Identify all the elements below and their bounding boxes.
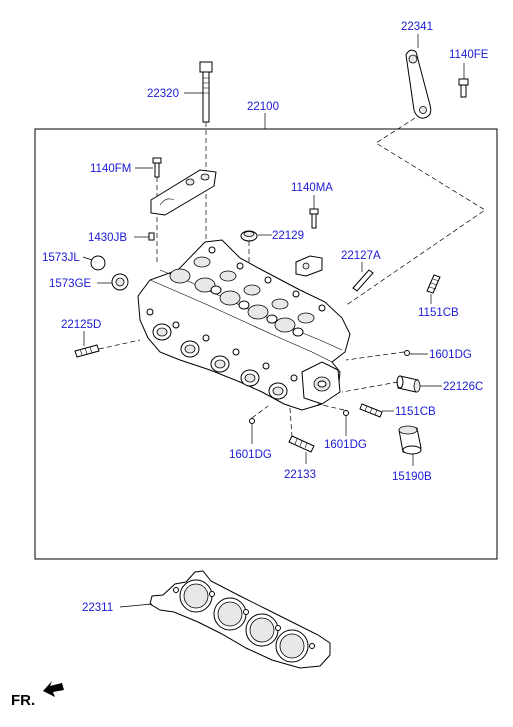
part-1151CB-stud-top bbox=[426, 274, 441, 294]
dashed-guide-1601DG-right bbox=[345, 351, 405, 361]
dashed-guide-22341 bbox=[344, 117, 486, 307]
assembly-frame bbox=[34, 128, 498, 560]
label-1140FM[interactable]: 1140FM bbox=[90, 163, 131, 175]
part-22133-dowel bbox=[288, 435, 315, 453]
label-22126C[interactable]: 22126C bbox=[443, 381, 483, 393]
part-camshaft-cap-small bbox=[295, 255, 323, 277]
label-22341[interactable]: 22341 bbox=[401, 21, 433, 33]
dashed-guide-22126C bbox=[341, 381, 399, 393]
dashed-guide-22125D bbox=[98, 339, 141, 350]
part-22126C-sleeve bbox=[396, 375, 421, 393]
front-arrow-icon bbox=[43, 681, 64, 697]
label-22127A[interactable]: 22127A bbox=[341, 250, 381, 262]
label-1573JL[interactable]: 1573JL bbox=[42, 252, 80, 264]
part-1601DG-mid bbox=[343, 410, 349, 416]
label-1601DG-mid[interactable]: 1601DG bbox=[324, 439, 367, 451]
part-15190B-tappet bbox=[398, 425, 422, 455]
label-22125D[interactable]: 22125D bbox=[61, 319, 101, 331]
label-1573GE[interactable]: 1573GE bbox=[49, 278, 92, 290]
part-22127A-stud bbox=[352, 269, 374, 292]
part-22129-cap bbox=[240, 230, 258, 242]
label-1151CB-top[interactable]: 1151CB bbox=[418, 307, 459, 319]
label-22133[interactable]: 22133 bbox=[284, 469, 316, 481]
part-1140MA-bolt bbox=[309, 208, 319, 229]
label-22100[interactable]: 22100 bbox=[247, 101, 279, 113]
part-22320-head-bolt bbox=[199, 61, 213, 123]
label-22320[interactable]: 22320 bbox=[147, 88, 179, 100]
label-1140MA[interactable]: 1140MA bbox=[291, 182, 333, 194]
dashed-guide-22133 bbox=[289, 407, 293, 438]
dashed-guide-1601DG-left bbox=[251, 405, 269, 419]
label-22129[interactable]: 22129 bbox=[272, 230, 304, 242]
part-22100-cylinder-head bbox=[137, 239, 351, 411]
label-1151CB-bottom[interactable]: 1151CB bbox=[395, 406, 436, 418]
part-1140FE-bolt bbox=[458, 78, 469, 98]
part-1601DG-right bbox=[404, 350, 410, 356]
part-22125D-stud bbox=[74, 344, 100, 358]
part-1140FM-bolt bbox=[152, 157, 162, 178]
label-1601DG-left[interactable]: 1601DG bbox=[229, 449, 272, 461]
part-1151CB-stud-bottom bbox=[359, 403, 383, 418]
label-15190B[interactable]: 15190B bbox=[392, 471, 432, 483]
label-1430JB[interactable]: 1430JB bbox=[88, 232, 127, 244]
part-22311-head-gasket bbox=[149, 570, 331, 669]
leader-22311 bbox=[119, 603, 153, 608]
part-1601DG-left bbox=[249, 418, 255, 424]
label-1140FE[interactable]: 1140FE bbox=[449, 49, 489, 61]
part-camshaft-cap bbox=[150, 169, 217, 216]
part-1573GE-plug bbox=[111, 273, 129, 291]
part-1573JL-plug bbox=[90, 255, 106, 271]
label-22311[interactable]: 22311 bbox=[82, 602, 113, 614]
part-1430JB-pin bbox=[148, 232, 155, 241]
front-direction-label: FR. bbox=[11, 692, 35, 709]
dashed-guide-1601DG-mid bbox=[317, 403, 345, 411]
label-1601DG-right[interactable]: 1601DG bbox=[429, 349, 472, 361]
leader-1573JL bbox=[82, 256, 93, 261]
part-22341-bracket bbox=[405, 49, 432, 119]
